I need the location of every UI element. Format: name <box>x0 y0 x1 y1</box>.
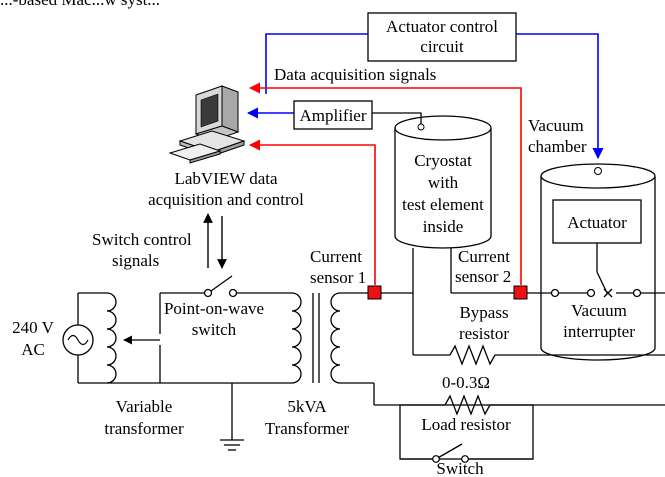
power-wiring <box>77 248 665 460</box>
switch-label: Switch <box>436 459 484 477</box>
amplifier-block: Amplifier <box>293 100 373 130</box>
svg-text:circuit: circuit <box>420 37 464 56</box>
bypass-resistor-label-line2: resistor <box>459 324 509 343</box>
labview-label-line1: LabVIEW data <box>174 169 278 188</box>
vacuum-interrupter-label-line1: Vacuum <box>571 301 627 320</box>
load-switch-contact-left <box>432 455 440 463</box>
current-sensor-1-label-line2: sensor 1 <box>310 268 366 287</box>
vacuum-chamber-label-line2: chamber <box>528 137 587 156</box>
amplifier-cryostat-lead <box>372 112 422 124</box>
load-resistor-label: Load resistor <box>421 415 511 434</box>
current-sensor-2 <box>513 285 528 300</box>
svg-text:test element: test element <box>402 195 484 214</box>
transformer-5kva-label-line1: 5kVA <box>287 397 327 416</box>
vacuum-chamber-label-line1: Vacuum <box>528 116 584 135</box>
transformer-5kva-label-line2: Transformer <box>265 419 350 438</box>
vacuum-interrupter-contact <box>527 243 665 298</box>
current-sensor-1 <box>367 285 382 300</box>
svg-text:Actuator: Actuator <box>567 213 627 232</box>
variable-transformer-label-line2: transformer <box>104 419 184 438</box>
point-on-wave-label-line1: Point-on-wave <box>164 299 264 318</box>
blue-signal-lines <box>246 33 604 160</box>
bypass-resistor-label-line1: Bypass <box>459 303 508 322</box>
switch-control-label-line1: Switch control <box>92 230 192 249</box>
switch-control-label-line2: signals <box>112 251 159 270</box>
switch-control-arrows <box>203 213 227 269</box>
load-resistor-value: 0-0.3Ω <box>442 373 490 392</box>
variable-transformer-label-line1: Variable <box>116 397 173 416</box>
cryostat: Cryostat with test element inside <box>394 115 492 249</box>
current-sensor-2-label-line1: Current <box>458 247 510 266</box>
header-fragment: ...-based Mac...w syst... <box>0 0 160 9</box>
data-acquisition-signals-label: Data acquisition signals <box>274 65 436 84</box>
labview-label-line2: acquisition and control <box>148 190 304 209</box>
source-label-line2: AC <box>21 340 45 359</box>
current-sensor-1-label-line1: Current <box>310 247 362 266</box>
actuator-block: Actuator <box>552 199 642 244</box>
red-signal-lines <box>248 82 522 285</box>
computer-icon <box>168 85 246 164</box>
svg-text:Actuator control: Actuator control <box>386 17 498 36</box>
svg-text:Cryostat: Cryostat <box>414 151 472 170</box>
vacuum-interrupter-label-line2: interrupter <box>563 322 635 341</box>
point-on-wave-label-line2: switch <box>192 320 237 339</box>
svg-text:Amplifier: Amplifier <box>299 106 366 125</box>
current-sensor-2-label-line2: sensor 2 <box>455 267 511 286</box>
svg-text:with: with <box>428 173 459 192</box>
load-switch-contact-right <box>461 455 469 463</box>
actuator-control-circuit-block: Actuator control circuit <box>367 12 517 62</box>
svg-text:inside: inside <box>423 217 464 236</box>
source-label-line1: 240 V <box>12 318 54 337</box>
ac-source-icon <box>62 324 94 356</box>
